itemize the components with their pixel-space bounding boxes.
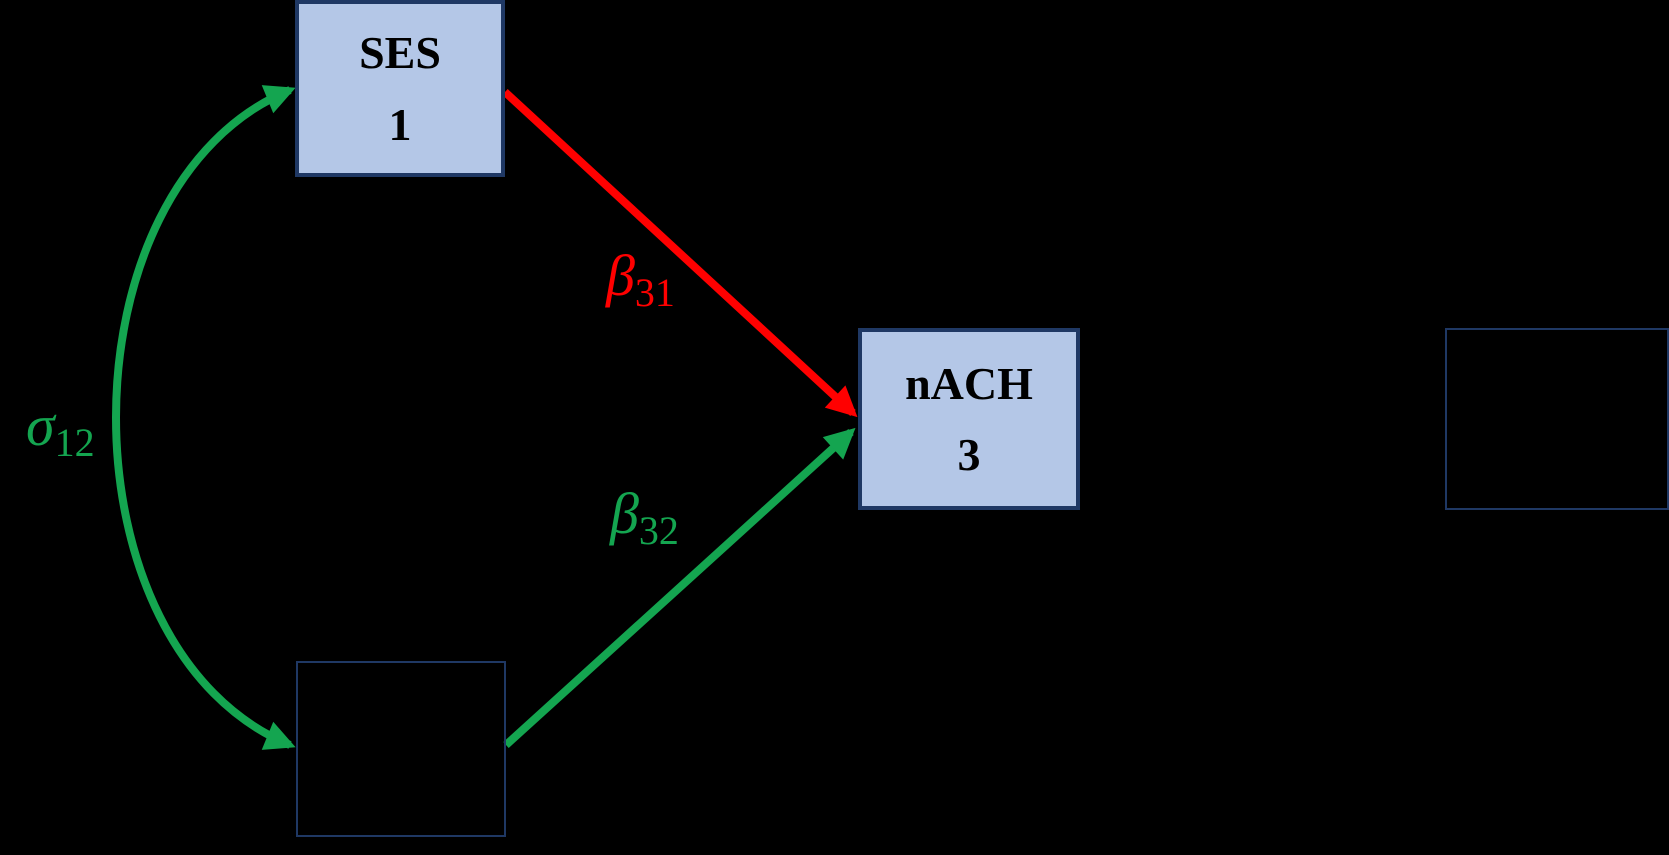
sigma-symbol: σ — [26, 393, 55, 458]
node-nach-label: nACH — [905, 357, 1033, 409]
node-nach: nACH 3 — [858, 328, 1080, 510]
path-arrow-beta32 — [503, 427, 856, 748]
node-ses-label: SES — [359, 27, 441, 79]
edge-label-sigma12: σ12 — [26, 392, 95, 466]
beta31-subscript: 31 — [634, 270, 675, 316]
covariance-arrow-sigma12 — [112, 85, 296, 750]
node-ses-number: 1 — [388, 98, 412, 150]
beta32-subscript: 32 — [638, 508, 679, 554]
beta31-symbol: β — [606, 243, 635, 308]
node-nach-number: 3 — [957, 429, 981, 480]
edge-label-beta32: β32 — [610, 480, 679, 554]
node-empty-right — [1445, 328, 1669, 510]
beta32-symbol: β — [610, 481, 639, 546]
node-ses: SES 1 — [295, 0, 505, 177]
sigma-subscript: 12 — [54, 420, 95, 466]
node-empty-bottom — [296, 661, 506, 837]
edge-label-beta31: β31 — [606, 242, 675, 316]
path-arrow-beta31 — [502, 89, 858, 418]
